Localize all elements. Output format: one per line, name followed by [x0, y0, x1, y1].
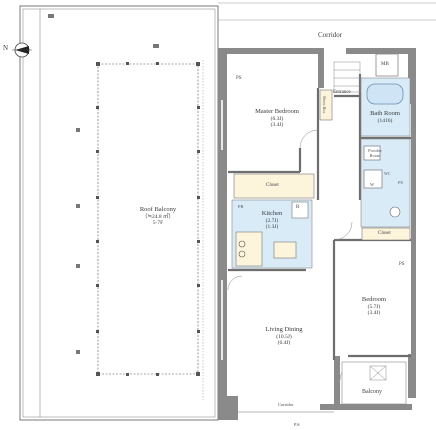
master-bedroom-label: Master Bedroom (6.3J) (3.4J) — [244, 108, 310, 129]
north-label: N — [3, 44, 9, 52]
bath-room-name: Bath Room — [370, 110, 400, 117]
master-bedroom-name: Master Bedroom — [255, 108, 299, 115]
roof-balcony-label: Roof Balcony （≒24.8 ㎡） 5-7F — [128, 206, 188, 227]
living-dining-area2: (6.4J) — [277, 340, 291, 347]
bedroom-name: Bedroom — [361, 296, 387, 303]
living-dining-name: Living Dining — [265, 326, 303, 333]
corridor-top-label: Corridor — [318, 31, 343, 39]
stove — [238, 240, 246, 258]
master-bedroom-area2: (3.4J) — [270, 122, 284, 129]
small-balcony — [341, 361, 407, 405]
balcony-window-marks — [369, 365, 387, 381]
toilet — [389, 206, 401, 218]
w-label: W — [370, 182, 375, 187]
railing-posts — [96, 62, 200, 376]
wc-label: WC — [384, 171, 391, 176]
kitchen-area-text2: (1.3J) — [265, 224, 279, 231]
entrance-steps — [333, 61, 361, 93]
bath-room-size: (1416) — [377, 117, 393, 124]
balcony-label: Balcony — [362, 389, 382, 395]
roof-balcony-outline — [19, 5, 219, 421]
entrance-label: Entrance — [333, 90, 351, 95]
compass-icon — [12, 42, 32, 58]
washbasin — [363, 145, 381, 161]
corridor-top-lines — [218, 2, 436, 21]
windows — [221, 100, 320, 407]
bathtub — [366, 83, 404, 105]
ps-small-label: PS — [398, 180, 404, 185]
ps-right-label: PS — [399, 262, 405, 267]
roof-small-marks — [48, 14, 159, 354]
kitchen-name: Kitchen — [261, 210, 283, 217]
living-dining-label: Living Dining (10.5J) (6.4J) — [252, 326, 316, 347]
master-bedroom-area: (6.3J) — [270, 115, 284, 122]
washing-machine — [363, 169, 383, 189]
living-dining-area: (10.5J) — [276, 333, 292, 340]
ps-top-label: PS — [236, 76, 242, 81]
roof-balcony-floors: 5-7F — [152, 220, 164, 227]
shoes-box — [319, 89, 333, 121]
bath-room-label: Bath Room (1416) — [362, 110, 408, 124]
pr-label: PR — [238, 204, 244, 209]
corridor-bottom-label: Corridor — [278, 402, 294, 407]
mb-label: MB — [381, 62, 389, 67]
roof-balcony-area: （≒24.8 ㎡） — [141, 213, 175, 220]
kitchen-label: Kitchen (2.7J) (1.3J) — [252, 210, 292, 231]
bedroom-area2: (3.4J) — [367, 310, 381, 317]
powder-room-name: Powder Room — [368, 148, 382, 159]
mb-box — [375, 53, 399, 77]
closet-master — [233, 173, 315, 199]
refrigerator-space — [291, 201, 309, 219]
exterior-walls — [218, 48, 416, 420]
closet-bedroom-label: Closet — [378, 231, 391, 236]
kitchen-sink — [273, 241, 297, 259]
kitchen-area-text: (2.7J) — [265, 217, 279, 224]
roof-balcony-name: Roof Balcony — [139, 206, 177, 213]
refrigerator-label: R — [296, 205, 300, 210]
bedroom-area: (5.7J) — [367, 303, 381, 310]
bedroom-label: Bedroom (5.7J) (3.4J) — [352, 296, 396, 317]
shoes-box-label: Shoes Box — [321, 96, 327, 114]
closet-master-label: Closet — [266, 183, 279, 188]
powder-room-label: Powder Room — [364, 148, 386, 159]
closet-bedroom — [361, 227, 411, 241]
ps-bottom-label: P.S — [294, 422, 300, 427]
kitchen-counter — [235, 231, 263, 267]
balcony-railing — [97, 63, 199, 375]
